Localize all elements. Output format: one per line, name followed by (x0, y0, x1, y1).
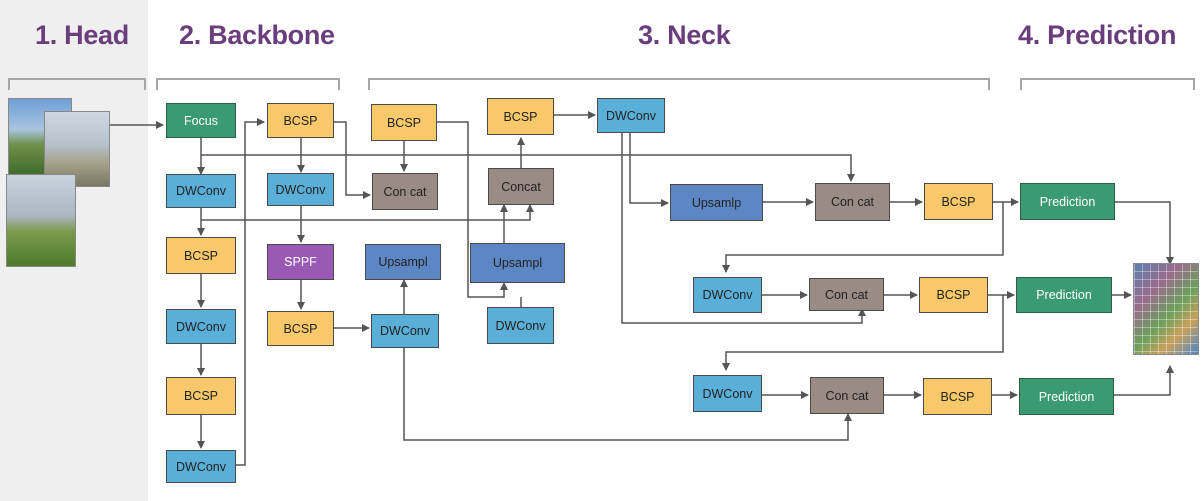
backbone-dwconv-4[interactable]: DWConv (267, 173, 334, 206)
neck-dwconv-2[interactable]: DWConv (487, 307, 554, 344)
neck-bcsp-row2[interactable]: BCSP (919, 277, 988, 313)
input-image-2 (44, 111, 110, 187)
prediction-1[interactable]: Prediction (1020, 183, 1115, 220)
neck-bcsp-2[interactable]: BCSP (487, 98, 554, 135)
output-detections-image (1133, 263, 1199, 355)
neck-concat-row3[interactable]: Con cat (810, 377, 884, 414)
backbone-bcsp-1[interactable]: BCSP (166, 237, 236, 274)
neck-dwconv-row2[interactable]: DWConv (693, 277, 762, 313)
neck-concat-row1[interactable]: Con cat (815, 183, 890, 221)
input-image-3 (6, 174, 76, 267)
section-title-neck: 3. Neck (638, 20, 731, 50)
prediction-3[interactable]: Prediction (1019, 378, 1114, 415)
bracket-backbone (156, 78, 340, 90)
prediction-2[interactable]: Prediction (1016, 277, 1112, 313)
neck-upsampl-2[interactable]: Upsampl (470, 243, 565, 283)
neck-dwconv-row3[interactable]: DWConv (693, 375, 762, 412)
section-title-prediction: 4. Prediction (1018, 20, 1177, 50)
neck-upsamlp[interactable]: Upsamlp (670, 184, 763, 221)
neck-bcsp-row3[interactable]: BCSP (923, 378, 992, 415)
neck-upsampl-1[interactable]: Upsampl (365, 244, 441, 280)
backbone-dwconv-2[interactable]: DWConv (166, 309, 236, 344)
section-title-backbone: 2. Backbone (179, 20, 335, 50)
backbone-bcsp-2[interactable]: BCSP (166, 377, 236, 415)
backbone-dwconv-3[interactable]: DWConv (166, 450, 236, 483)
neck-bcsp-1[interactable]: BCSP (371, 104, 437, 141)
neck-concat-2[interactable]: Concat (488, 168, 554, 205)
backbone-bcsp-3[interactable]: BCSP (267, 103, 334, 138)
neck-concat-1[interactable]: Con cat (372, 173, 438, 210)
backbone-dwconv-1[interactable]: DWConv (166, 174, 236, 208)
neck-dwconv-1[interactable]: DWConv (371, 314, 439, 348)
bracket-prediction (1020, 78, 1195, 90)
neck-bcsp-row1[interactable]: BCSP (924, 183, 993, 220)
backbone-bcsp-4[interactable]: BCSP (267, 311, 334, 346)
neck-concat-row2[interactable]: Con cat (809, 278, 884, 311)
neck-dwconv-top[interactable]: DWConv (597, 98, 665, 133)
bracket-neck (368, 78, 990, 90)
section-title-head: 1. Head (35, 20, 129, 50)
backbone-sppf[interactable]: SPPF (267, 244, 334, 280)
bracket-head (8, 78, 146, 90)
focus-block[interactable]: Focus (166, 103, 236, 138)
